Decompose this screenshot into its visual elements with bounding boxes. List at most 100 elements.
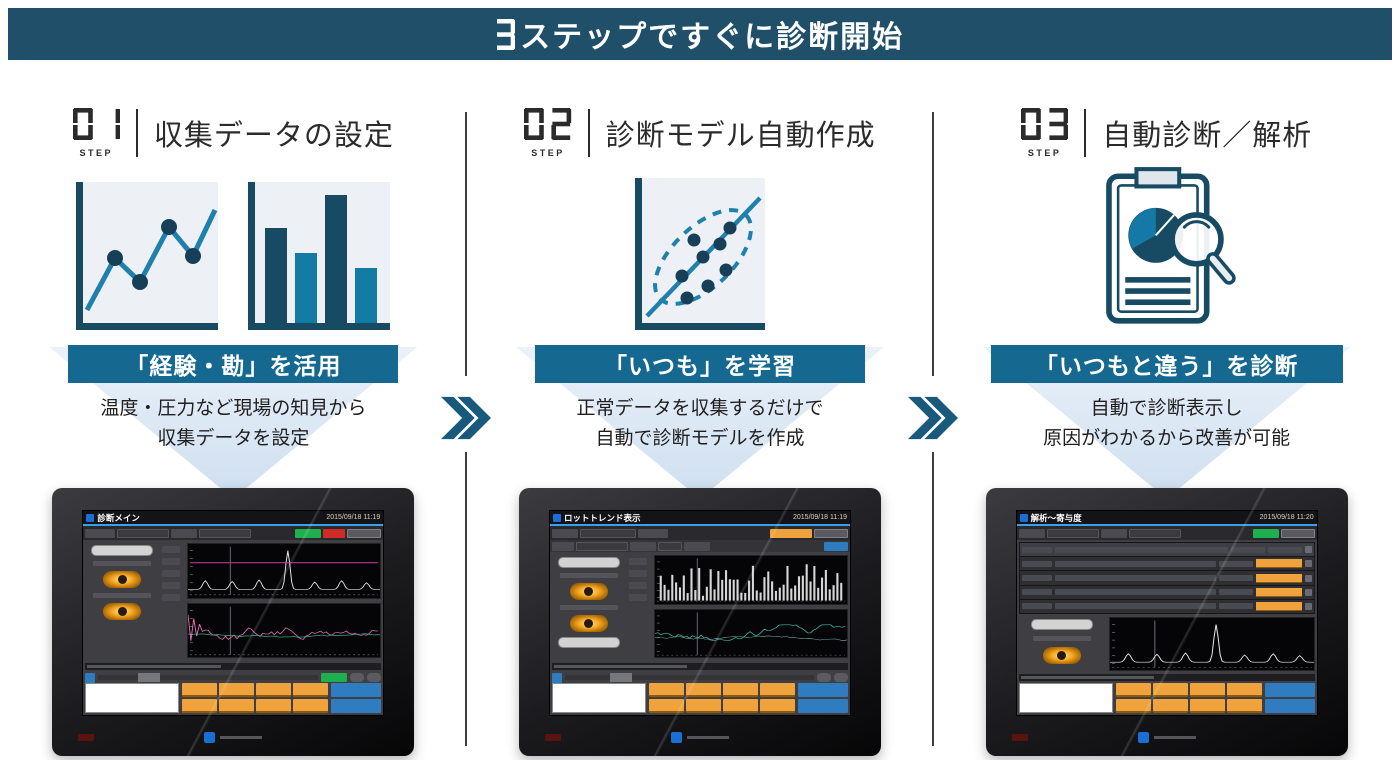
step3-banner: 「いつもと違う」を診断 — [990, 345, 1343, 383]
detail-button — [1255, 587, 1302, 597]
step2-icons — [467, 176, 934, 330]
chart-stack — [187, 543, 382, 658]
table-cell — [1218, 560, 1253, 567]
function-button — [1152, 699, 1188, 713]
panel-block — [559, 605, 618, 610]
vertical-separator — [135, 109, 138, 157]
function-button — [648, 699, 684, 713]
function-button — [759, 699, 795, 713]
nav-button — [816, 673, 831, 682]
step1-title: 収集データの設定 — [153, 120, 394, 152]
desc-line: 正常データを収集するだけで — [576, 398, 824, 419]
panel-block — [657, 541, 682, 551]
screen-toolbar-2 — [549, 540, 850, 552]
table-cell — [1021, 575, 1052, 581]
vertical-separator — [587, 109, 590, 157]
column-divider — [465, 452, 467, 746]
page-button — [797, 683, 848, 697]
function-button — [1152, 683, 1188, 697]
screen-body — [550, 552, 850, 661]
control-row — [550, 672, 850, 683]
bottom-panel — [1017, 683, 1317, 715]
next-step-chevron-icon — [441, 396, 491, 440]
screen-titlebar: 解析～寄与度 2015/09/18 11:20 — [1016, 511, 1317, 524]
step1-banner: 「経験・勘」を活用 — [68, 345, 399, 383]
panel-block — [551, 541, 574, 551]
header-banner: ステップですぐに診断開始 — [8, 8, 1392, 60]
page-buttons — [1264, 683, 1315, 713]
analysis-area — [1017, 616, 1317, 672]
digital-number-03 — [1021, 108, 1069, 145]
scatter-model-icon — [634, 178, 765, 330]
logo-icon — [204, 732, 216, 743]
step2-number: STEP — [524, 108, 572, 158]
panel-block — [628, 582, 647, 589]
orange-toggle — [1042, 647, 1081, 664]
table-cell — [1218, 575, 1253, 581]
selector-pill — [557, 557, 620, 568]
steps-row: STEP 収集データの設定 — [0, 100, 1400, 760]
desc-line: 自動で診断モデルを作成 — [595, 428, 805, 450]
function-button — [1115, 699, 1151, 713]
step3-icons — [933, 167, 1400, 330]
step-column-1: STEP 収集データの設定 — [0, 100, 467, 760]
step-label: STEP — [79, 148, 114, 158]
column-divider — [465, 112, 467, 376]
power-led — [1011, 734, 1028, 741]
panel-block — [628, 594, 647, 601]
menu-dropdown — [347, 528, 382, 538]
stop-button — [323, 528, 346, 538]
table-row — [1019, 585, 1314, 599]
lot-select-button — [769, 528, 812, 538]
step1-number: STEP — [72, 108, 120, 158]
scrollbar — [551, 663, 848, 670]
orange-toggle — [103, 571, 142, 588]
step-column-2: STEP 診断モデル自動作成 — [467, 100, 934, 760]
step3-number: STEP — [1021, 108, 1069, 158]
page-button — [331, 699, 382, 713]
device-logo — [204, 732, 263, 743]
page-buttons — [797, 683, 848, 713]
panel-block — [575, 541, 628, 551]
detail-button — [1255, 573, 1302, 583]
orange-toggle — [569, 615, 608, 632]
next-step-chevron-icon — [908, 396, 958, 440]
column-divider — [932, 112, 934, 376]
message-box — [551, 683, 646, 713]
screen-logo-icon — [552, 513, 561, 522]
table-icon — [1304, 560, 1312, 568]
power-led — [78, 734, 95, 741]
message-box — [85, 683, 180, 713]
table-cell — [1021, 546, 1052, 553]
function-button — [293, 699, 329, 713]
nav-button — [833, 673, 848, 682]
panel-block — [559, 573, 618, 578]
panel-block — [117, 528, 170, 538]
digital-number-02 — [524, 108, 572, 145]
function-button-grid — [182, 683, 329, 713]
device-logo — [1137, 732, 1196, 743]
time-slider — [564, 673, 814, 682]
panel-block — [1018, 528, 1045, 538]
function-button — [1226, 699, 1262, 713]
time-slider — [98, 673, 319, 682]
table-cell — [1054, 546, 1228, 553]
panel-block — [199, 528, 252, 538]
table-cell — [1230, 546, 1265, 553]
panel-block — [551, 528, 578, 538]
screen-timestamp: 2015/09/18 11:20 — [1259, 514, 1314, 521]
device3-screen: 解析～寄与度 2015/09/18 11:20 — [1015, 510, 1318, 716]
orange-toggle — [103, 603, 142, 620]
table-row — [1019, 599, 1314, 614]
panel-block — [162, 546, 181, 553]
panel-block — [162, 570, 181, 577]
function-button — [759, 683, 795, 697]
step2-title: 診断モデル自動作成 — [605, 120, 876, 152]
step1-description: 温度・圧力など現場の知見から 収集データを設定 — [0, 394, 467, 455]
page-button — [331, 683, 382, 697]
logo-icon — [670, 732, 682, 743]
function-button — [256, 683, 292, 697]
logo-text-block — [686, 736, 729, 739]
function-button — [1115, 683, 1151, 697]
